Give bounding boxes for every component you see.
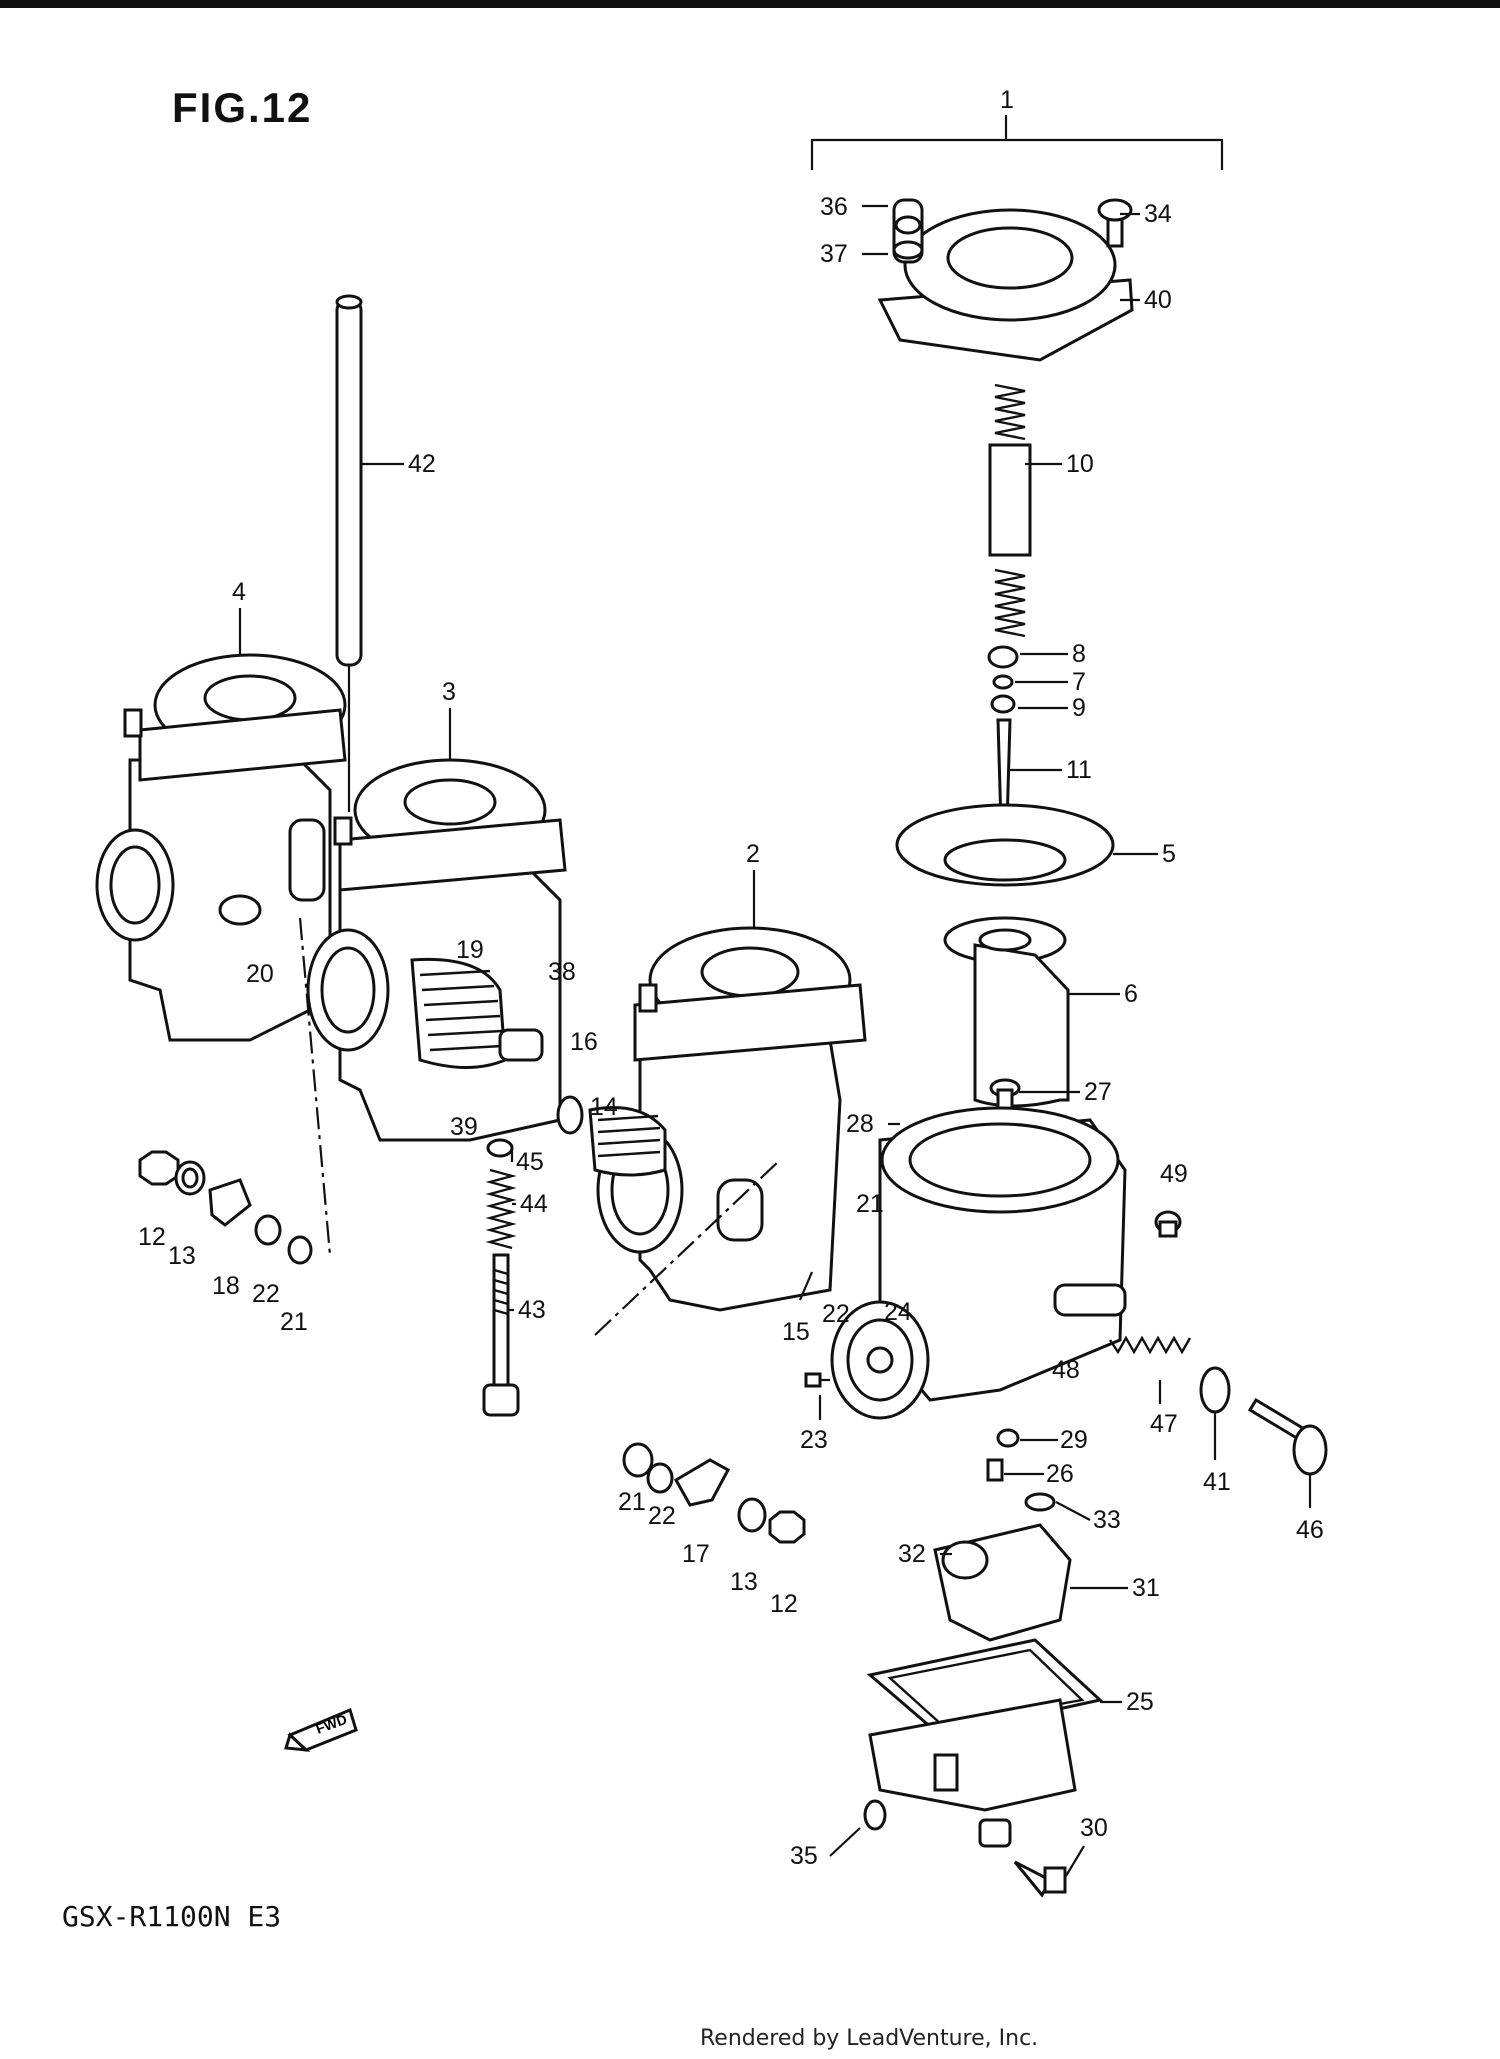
- alignment-lines: [298, 917, 781, 1336]
- callout-label-19: 19: [456, 936, 484, 964]
- callout-label-44: 44: [520, 1190, 548, 1218]
- left-fittings: [138, 1150, 313, 1265]
- callout-label-4: 4: [232, 578, 246, 606]
- callout-label-28: 28: [846, 1110, 874, 1138]
- assembly-bracket: [810, 115, 1224, 170]
- diaphragm-part: [895, 803, 1115, 887]
- adjuster-screw-parts: [482, 1138, 520, 1417]
- callout-label-21: 21: [618, 1488, 646, 1516]
- callout-label-21: 21: [280, 1308, 308, 1336]
- callout-label-9: 9: [1072, 694, 1086, 722]
- callout-label-38: 38: [548, 958, 576, 986]
- callout-label-30: 30: [1080, 1814, 1108, 1842]
- callout-label-29: 29: [1060, 1426, 1088, 1454]
- callout-label-10: 10: [1066, 450, 1094, 478]
- callout-label-25: 25: [1126, 1688, 1154, 1716]
- piston-part: [943, 916, 1070, 1108]
- figure-title: FIG.12: [172, 84, 313, 131]
- leader-line-15: [798, 1271, 814, 1301]
- carburetor-body-4: [95, 653, 347, 1042]
- misc-screws: [804, 1372, 1020, 1482]
- top-border: [0, 0, 1500, 8]
- callout-label-13: 13: [168, 1242, 196, 1270]
- callout-label-24: 24: [884, 1298, 912, 1326]
- callout-label-31: 31: [1132, 1574, 1160, 1602]
- long-shaft-part: [335, 294, 363, 812]
- callout-label-33: 33: [1093, 1506, 1121, 1534]
- callout-label-37: 37: [820, 240, 848, 268]
- callout-label-43: 43: [518, 1296, 546, 1324]
- callout-label-16: 16: [570, 1028, 598, 1056]
- callout-label-11: 11: [1066, 756, 1092, 784]
- needle-retainers: [987, 645, 1019, 714]
- callout-label-47: 47: [1150, 1410, 1178, 1438]
- callout-label-2: 2: [746, 840, 760, 868]
- callout-layer: 1234567891011121213131415161718192021212…: [138, 86, 1324, 1877]
- callout-label-15: 15: [782, 1318, 810, 1346]
- callout-label-40: 40: [1144, 286, 1172, 314]
- callout-label-3: 3: [442, 678, 456, 706]
- carburetor-body-3: [306, 758, 567, 1142]
- callout-label-32: 32: [898, 1540, 926, 1568]
- callout-label-35: 35: [790, 1842, 818, 1870]
- callout-label-23: 23: [800, 1426, 828, 1454]
- callout-label-39: 39: [450, 1113, 478, 1141]
- callout-label-27: 27: [1084, 1078, 1112, 1106]
- callout-label-48: 48: [1052, 1356, 1080, 1384]
- carburetor-body-2: [556, 926, 867, 1312]
- callout-label-13: 13: [730, 1568, 758, 1596]
- callout-label-22: 22: [252, 1280, 280, 1308]
- carburetor-body-1: [830, 1106, 1127, 1420]
- callout-label-45: 45: [516, 1148, 544, 1176]
- callout-label-36: 36: [820, 193, 848, 221]
- callout-label-49: 49: [1160, 1160, 1188, 1188]
- callout-label-1: 1: [1000, 86, 1014, 114]
- screw-49-part: [1154, 1210, 1182, 1238]
- callout-label-34: 34: [1144, 200, 1172, 228]
- leader-line-33: [1055, 1501, 1091, 1521]
- callout-label-26: 26: [1046, 1460, 1074, 1488]
- callout-label-5: 5: [1162, 840, 1176, 868]
- callout-label-7: 7: [1072, 668, 1086, 696]
- leader-line-35: [829, 1827, 861, 1857]
- callout-label-20: 20: [246, 960, 274, 988]
- pilot-screw-parts: [1109, 1335, 1328, 1476]
- callout-label-12: 12: [770, 1590, 798, 1618]
- callout-label-22: 22: [648, 1502, 676, 1530]
- top-cap-part: [877, 198, 1134, 362]
- callout-label-12: 12: [138, 1223, 166, 1251]
- callout-label-14: 14: [590, 1093, 618, 1121]
- callout-label-21: 21: [856, 1190, 884, 1218]
- callout-label-46: 46: [1296, 1516, 1324, 1544]
- forward-arrow-icon: FWD: [284, 1707, 358, 1752]
- callout-label-17: 17: [682, 1540, 710, 1568]
- callout-label-22: 22: [822, 1300, 850, 1328]
- lower-fittings: [622, 1442, 806, 1544]
- callout-label-41: 41: [1203, 1468, 1231, 1496]
- spring-part: [988, 383, 1032, 638]
- leader-line-30: [1065, 1845, 1085, 1877]
- callout-label-18: 18: [212, 1272, 240, 1300]
- render-credit: Rendered by LeadVenture, Inc.: [700, 2026, 1039, 2051]
- callout-label-6: 6: [1124, 980, 1138, 1008]
- callout-label-42: 42: [408, 450, 436, 478]
- model-code: GSX-R1100N E3: [62, 1900, 282, 1933]
- callout-label-8: 8: [1072, 640, 1086, 668]
- float-chamber-parts: [863, 1492, 1104, 1898]
